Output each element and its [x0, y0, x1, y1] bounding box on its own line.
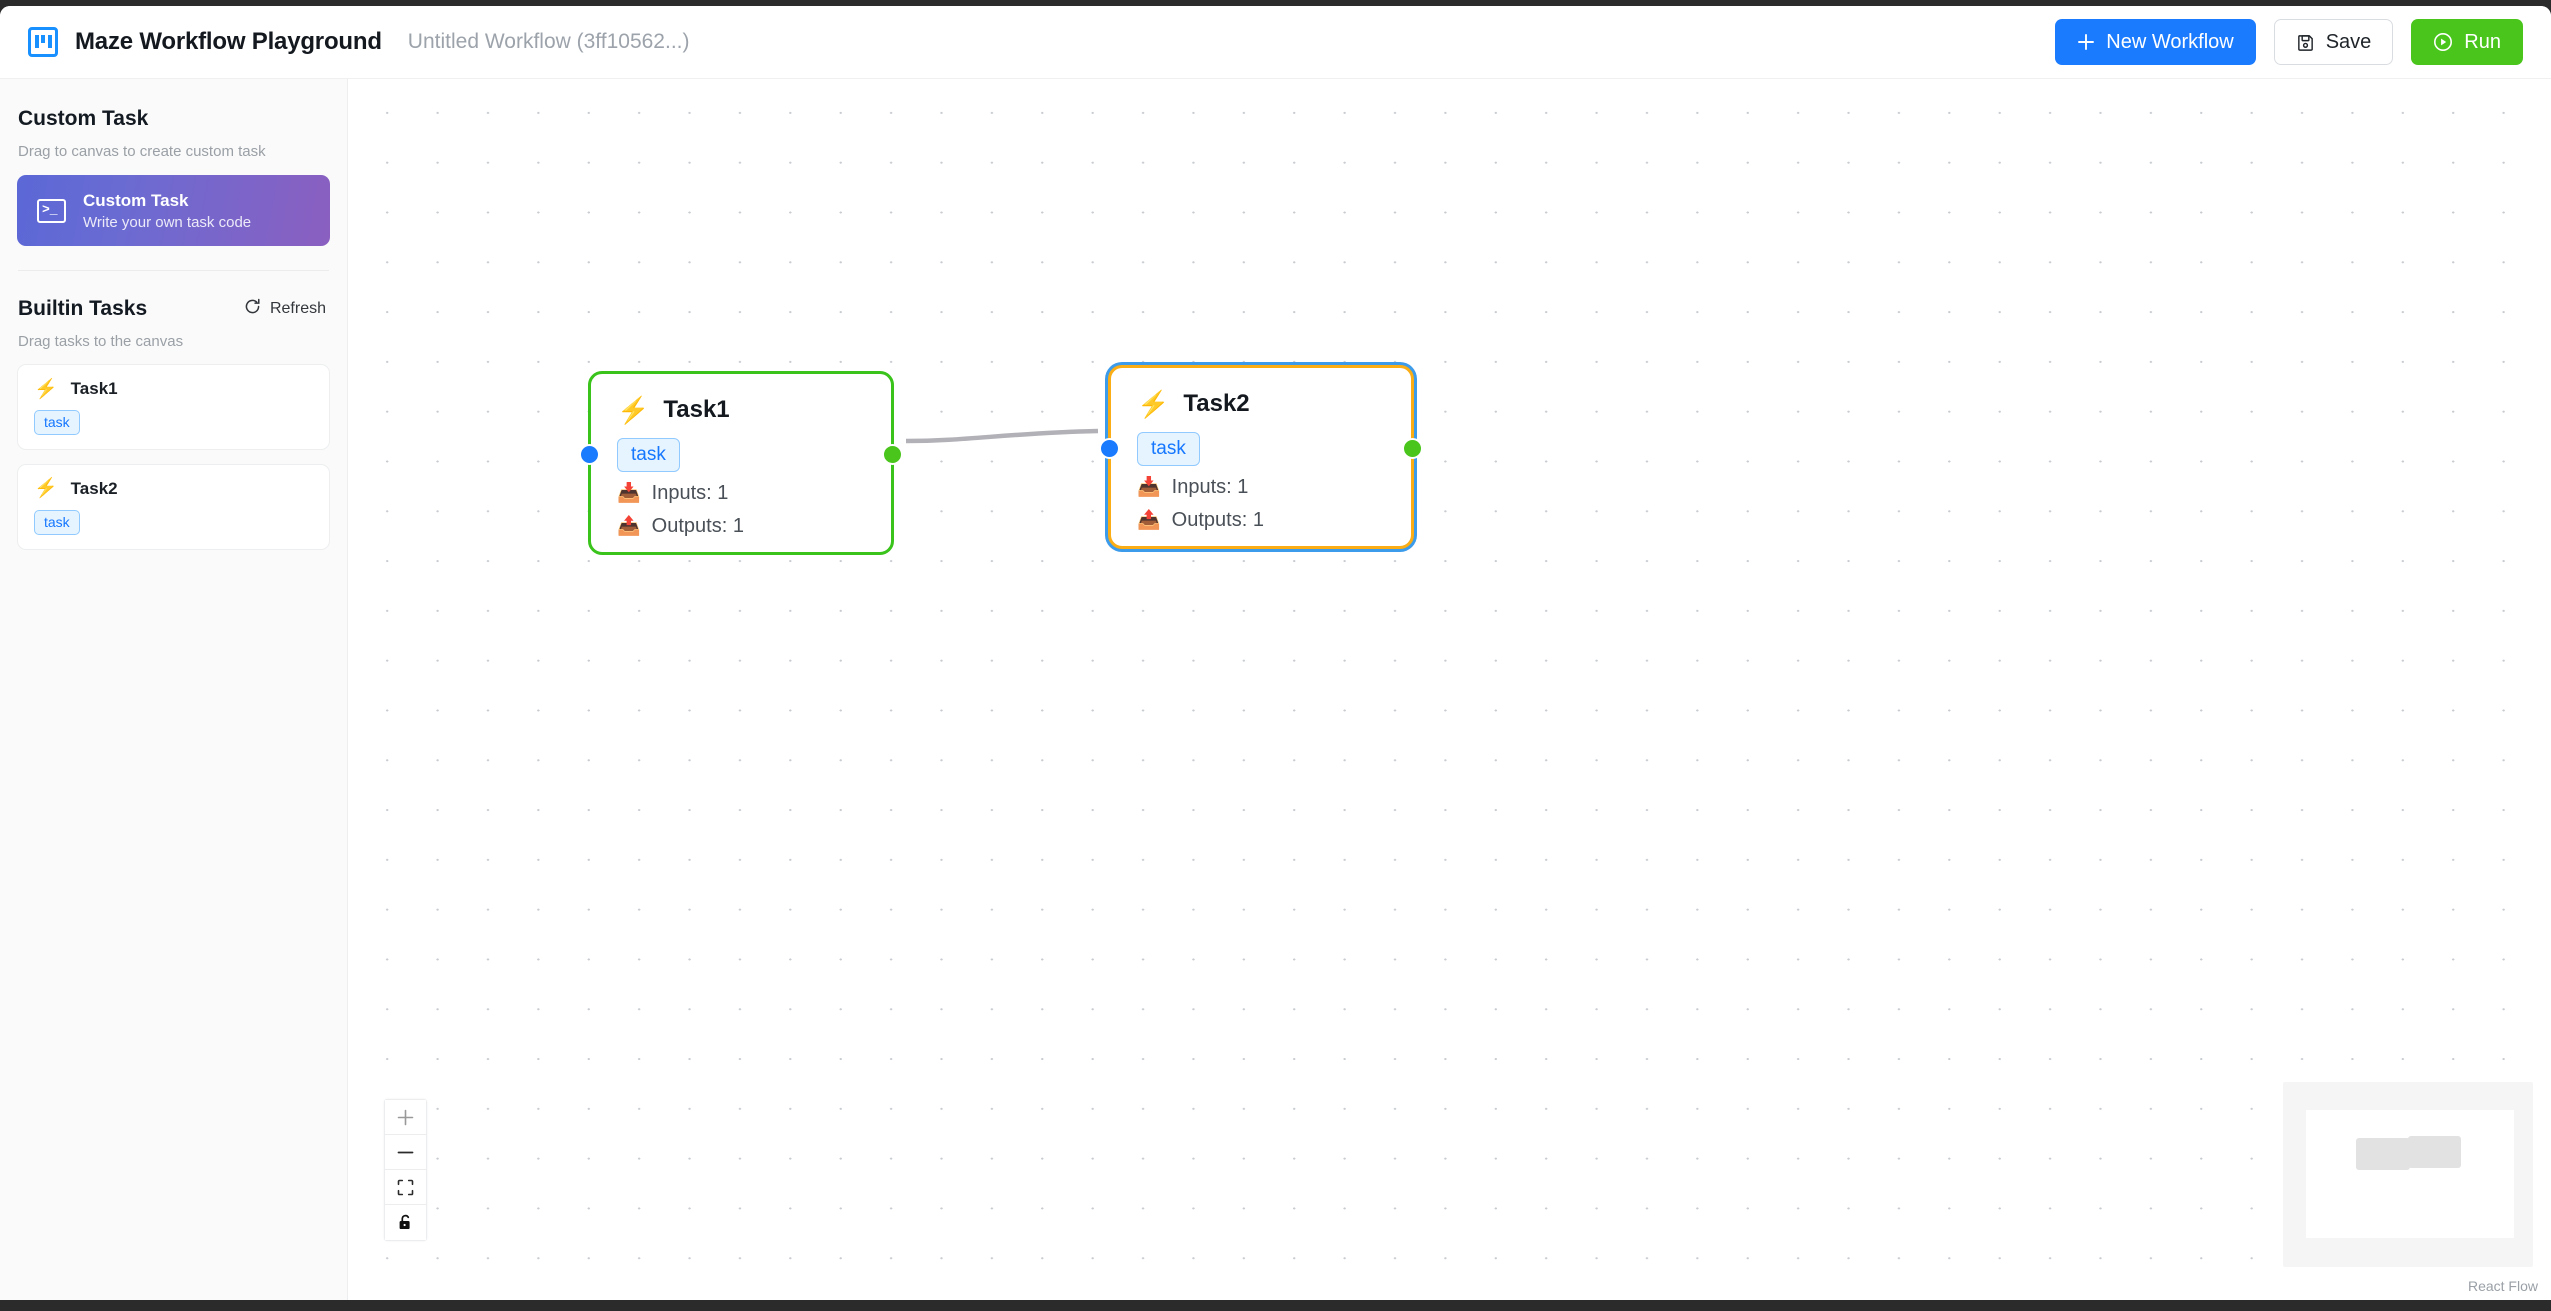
- builtin-tasks-subtitle: Drag tasks to the canvas: [18, 333, 184, 350]
- task-type-badge: task: [34, 410, 80, 435]
- node-outputs-row: 📤 Outputs: 1: [617, 515, 865, 538]
- lightning-bolt-icon: ⚡: [34, 478, 58, 500]
- lightning-bolt-icon: ⚡: [617, 395, 650, 425]
- terminal-icon: [37, 198, 66, 223]
- refresh-button[interactable]: Refresh: [243, 297, 330, 321]
- app-root: Maze Workflow Playground Untitled Workfl…: [0, 6, 2551, 1300]
- minimap-node-task2: [2408, 1136, 2461, 1168]
- run-button[interactable]: Run: [2411, 19, 2523, 65]
- canvas-minimap[interactable]: [2283, 1082, 2533, 1267]
- builtin-tasks-header: Builtin Tasks Refresh: [17, 297, 330, 321]
- node-outputs-label: Outputs: 1: [651, 514, 744, 537]
- new-workflow-label: New Workflow: [2106, 31, 2234, 53]
- edge-layer: [905, 428, 1099, 444]
- zoom-out-button[interactable]: [385, 1135, 426, 1170]
- node-type-badge: task: [617, 438, 680, 472]
- node-input-handle[interactable]: [1099, 438, 1120, 459]
- edge-task1-to-task2[interactable]: [905, 428, 1099, 444]
- custom-card-title: Custom Task: [83, 190, 189, 210]
- brand: Maze Workflow Playground: [28, 27, 382, 57]
- node-task2[interactable]: ⚡ Task2 task 📥 Inputs: 1 📤 Outputs: 1: [1099, 365, 1423, 549]
- node-outputs-row: 📤 Outputs: 1: [1137, 509, 1385, 532]
- react-flow-attribution[interactable]: React Flow: [2463, 1277, 2542, 1295]
- list-item-task1[interactable]: ⚡ Task1 task: [17, 364, 330, 450]
- node-inputs-row: 📥 Inputs: 1: [1137, 476, 1385, 499]
- node-title: Task2: [1183, 390, 1250, 417]
- outbox-tray-icon: 📤: [1137, 509, 1161, 531]
- custom-task-subtitle: Drag to canvas to create custom task: [18, 143, 266, 160]
- node-output-handle[interactable]: [1402, 438, 1423, 459]
- task-name: Task2: [70, 478, 118, 498]
- workflow-name: Untitled Workflow (3ff10562...): [407, 30, 690, 53]
- fit-view-button[interactable]: [385, 1170, 426, 1205]
- node-input-handle[interactable]: [579, 444, 600, 465]
- node-inputs-label: Inputs: 1: [1171, 475, 1249, 498]
- app-title: Maze Workflow Playground: [75, 28, 382, 55]
- minimap-viewport: [2306, 1110, 2514, 1238]
- play-circle-icon: [2433, 32, 2453, 52]
- refresh-icon: [243, 297, 262, 321]
- save-button[interactable]: Save: [2273, 19, 2394, 65]
- inbox-tray-icon: 📥: [1137, 476, 1161, 498]
- node-inputs-row: 📥 Inputs: 1: [617, 482, 865, 505]
- new-workflow-button[interactable]: New Workflow: [2055, 19, 2256, 65]
- custom-card-description: Write your own task code: [83, 213, 252, 231]
- custom-task-draggable-card[interactable]: Custom Task Write your own task code: [17, 175, 330, 246]
- lightning-bolt-icon: ⚡: [34, 378, 58, 400]
- run-label: Run: [2464, 31, 2501, 53]
- lightning-bolt-icon: ⚡: [1137, 389, 1170, 419]
- header-actions: New Workflow Save: [2055, 19, 2523, 65]
- workflow-canvas[interactable]: ⚡ Task1 task 📥 Inputs: 1 📤 Outputs: 1: [348, 79, 2551, 1300]
- node-outputs-label: Outputs: 1: [1171, 508, 1264, 531]
- unlock-icon[interactable]: [385, 1205, 426, 1240]
- refresh-label: Refresh: [269, 300, 326, 317]
- zoom-in-button[interactable]: [385, 1100, 426, 1135]
- inbox-tray-icon: 📥: [617, 482, 641, 504]
- node-title: Task1: [663, 396, 730, 423]
- node-inputs-label: Inputs: 1: [651, 481, 729, 504]
- canvas-controls: [384, 1099, 427, 1241]
- sidebar-divider: [18, 270, 329, 271]
- minimap-node-task1: [2356, 1138, 2410, 1170]
- node-task1[interactable]: ⚡ Task1 task 📥 Inputs: 1 📤 Outputs: 1: [579, 371, 903, 555]
- list-item-task2[interactable]: ⚡ Task2 task: [17, 463, 330, 550]
- node-type-badge: task: [1137, 432, 1200, 466]
- plus-icon: [2077, 33, 2095, 51]
- builtin-tasks-heading: Builtin Tasks: [18, 297, 148, 320]
- kanban-columns-icon: [28, 27, 58, 57]
- outbox-tray-icon: 📤: [617, 515, 641, 537]
- custom-task-heading: Custom Task: [18, 107, 149, 130]
- app-header: Maze Workflow Playground Untitled Workfl…: [0, 6, 2551, 79]
- sidebar: Custom Task Drag to canvas to create cus…: [0, 79, 348, 1300]
- node-output-handle[interactable]: [882, 444, 903, 465]
- task-name: Task1: [70, 379, 118, 398]
- task-type-badge: task: [34, 509, 80, 535]
- floppy-disk-icon: [2296, 33, 2315, 52]
- save-label: Save: [2325, 31, 2372, 53]
